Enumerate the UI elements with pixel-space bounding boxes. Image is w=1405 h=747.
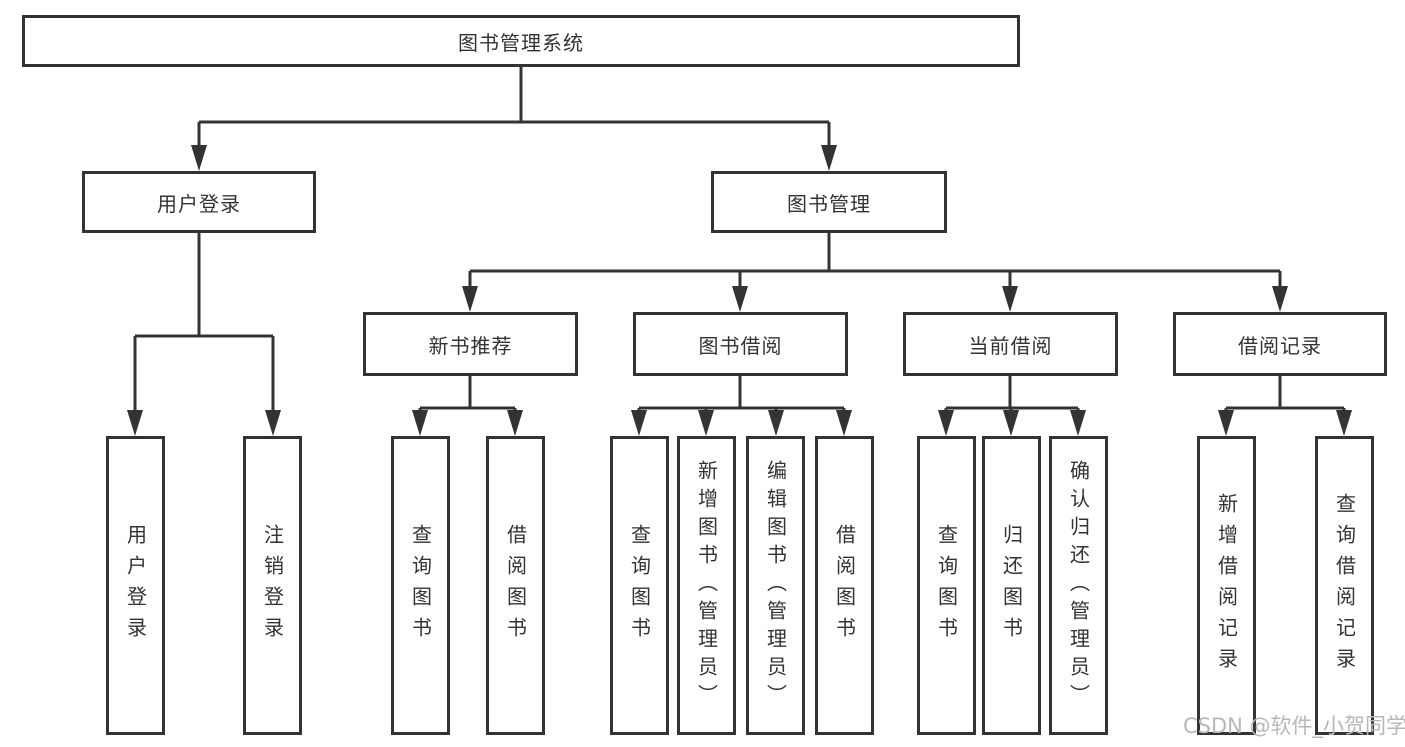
leaf-edit-books-admin: 编辑图书（管理员） [746,436,805,735]
node-current-borrow: 当前借阅 [903,312,1118,376]
leaf-current-query-books-label: 查询图书 [934,523,959,648]
leaf-user-login: 用户登录 [106,436,165,735]
leaf-add-books-admin-label: 新增图书（管理员） [694,459,719,712]
leaf-current-query-books: 查询图书 [917,436,976,735]
leaf-add-borrow-record-label: 新增借阅记录 [1214,492,1239,679]
node-current-borrow-label: 当前借阅 [968,333,1053,358]
leaf-query-borrow-record-label: 查询借阅记录 [1332,492,1357,679]
node-root-label: 图书管理系统 [458,30,584,55]
leaf-borrow-books-label: 借阅图书 [832,523,857,648]
leaf-logout: 注销登录 [243,436,302,735]
leaf-recommend-borrow-books-label: 借阅图书 [503,523,528,648]
node-user-login-label: 用户登录 [157,191,241,216]
leaf-recommend-query-books: 查询图书 [391,436,450,735]
node-book-borrow: 图书借阅 [633,312,848,376]
leaf-query-borrow-record: 查询借阅记录 [1315,436,1374,735]
node-user-login: 用户登录 [82,171,316,233]
node-book-management-label: 图书管理 [787,191,871,216]
node-borrow-records-label: 借阅记录 [1238,333,1322,358]
leaf-add-books-admin: 新增图书（管理员） [677,436,736,735]
node-new-book-recommend: 新书推荐 [363,312,578,376]
leaf-return-books-label: 归还图书 [999,523,1024,648]
leaf-borrow-query-books: 查询图书 [610,436,669,735]
leaf-add-borrow-record: 新增借阅记录 [1197,436,1256,735]
leaf-confirm-return-admin: 确认归还（管理员） [1049,436,1108,735]
leaf-user-login-label: 用户登录 [123,523,148,648]
node-book-borrow-label: 图书借阅 [698,333,783,358]
node-new-book-recommend-label: 新书推荐 [428,333,513,358]
leaf-logout-label: 注销登录 [260,523,285,648]
leaf-recommend-borrow-books: 借阅图书 [486,436,545,735]
leaf-borrow-query-books-label: 查询图书 [627,523,652,648]
leaf-edit-books-admin-label: 编辑图书（管理员） [763,459,788,712]
node-root: 图书管理系统 [22,15,1020,67]
csdn-watermark: CSDN @软件_小贺同学 [1183,714,1405,738]
leaf-borrow-books: 借阅图书 [815,436,874,735]
leaf-recommend-query-books-label: 查询图书 [408,523,433,648]
node-borrow-records: 借阅记录 [1173,312,1387,376]
node-book-management: 图书管理 [711,171,947,233]
leaf-confirm-return-admin-label: 确认归还（管理员） [1066,459,1091,712]
leaf-return-books: 归还图书 [982,436,1041,735]
